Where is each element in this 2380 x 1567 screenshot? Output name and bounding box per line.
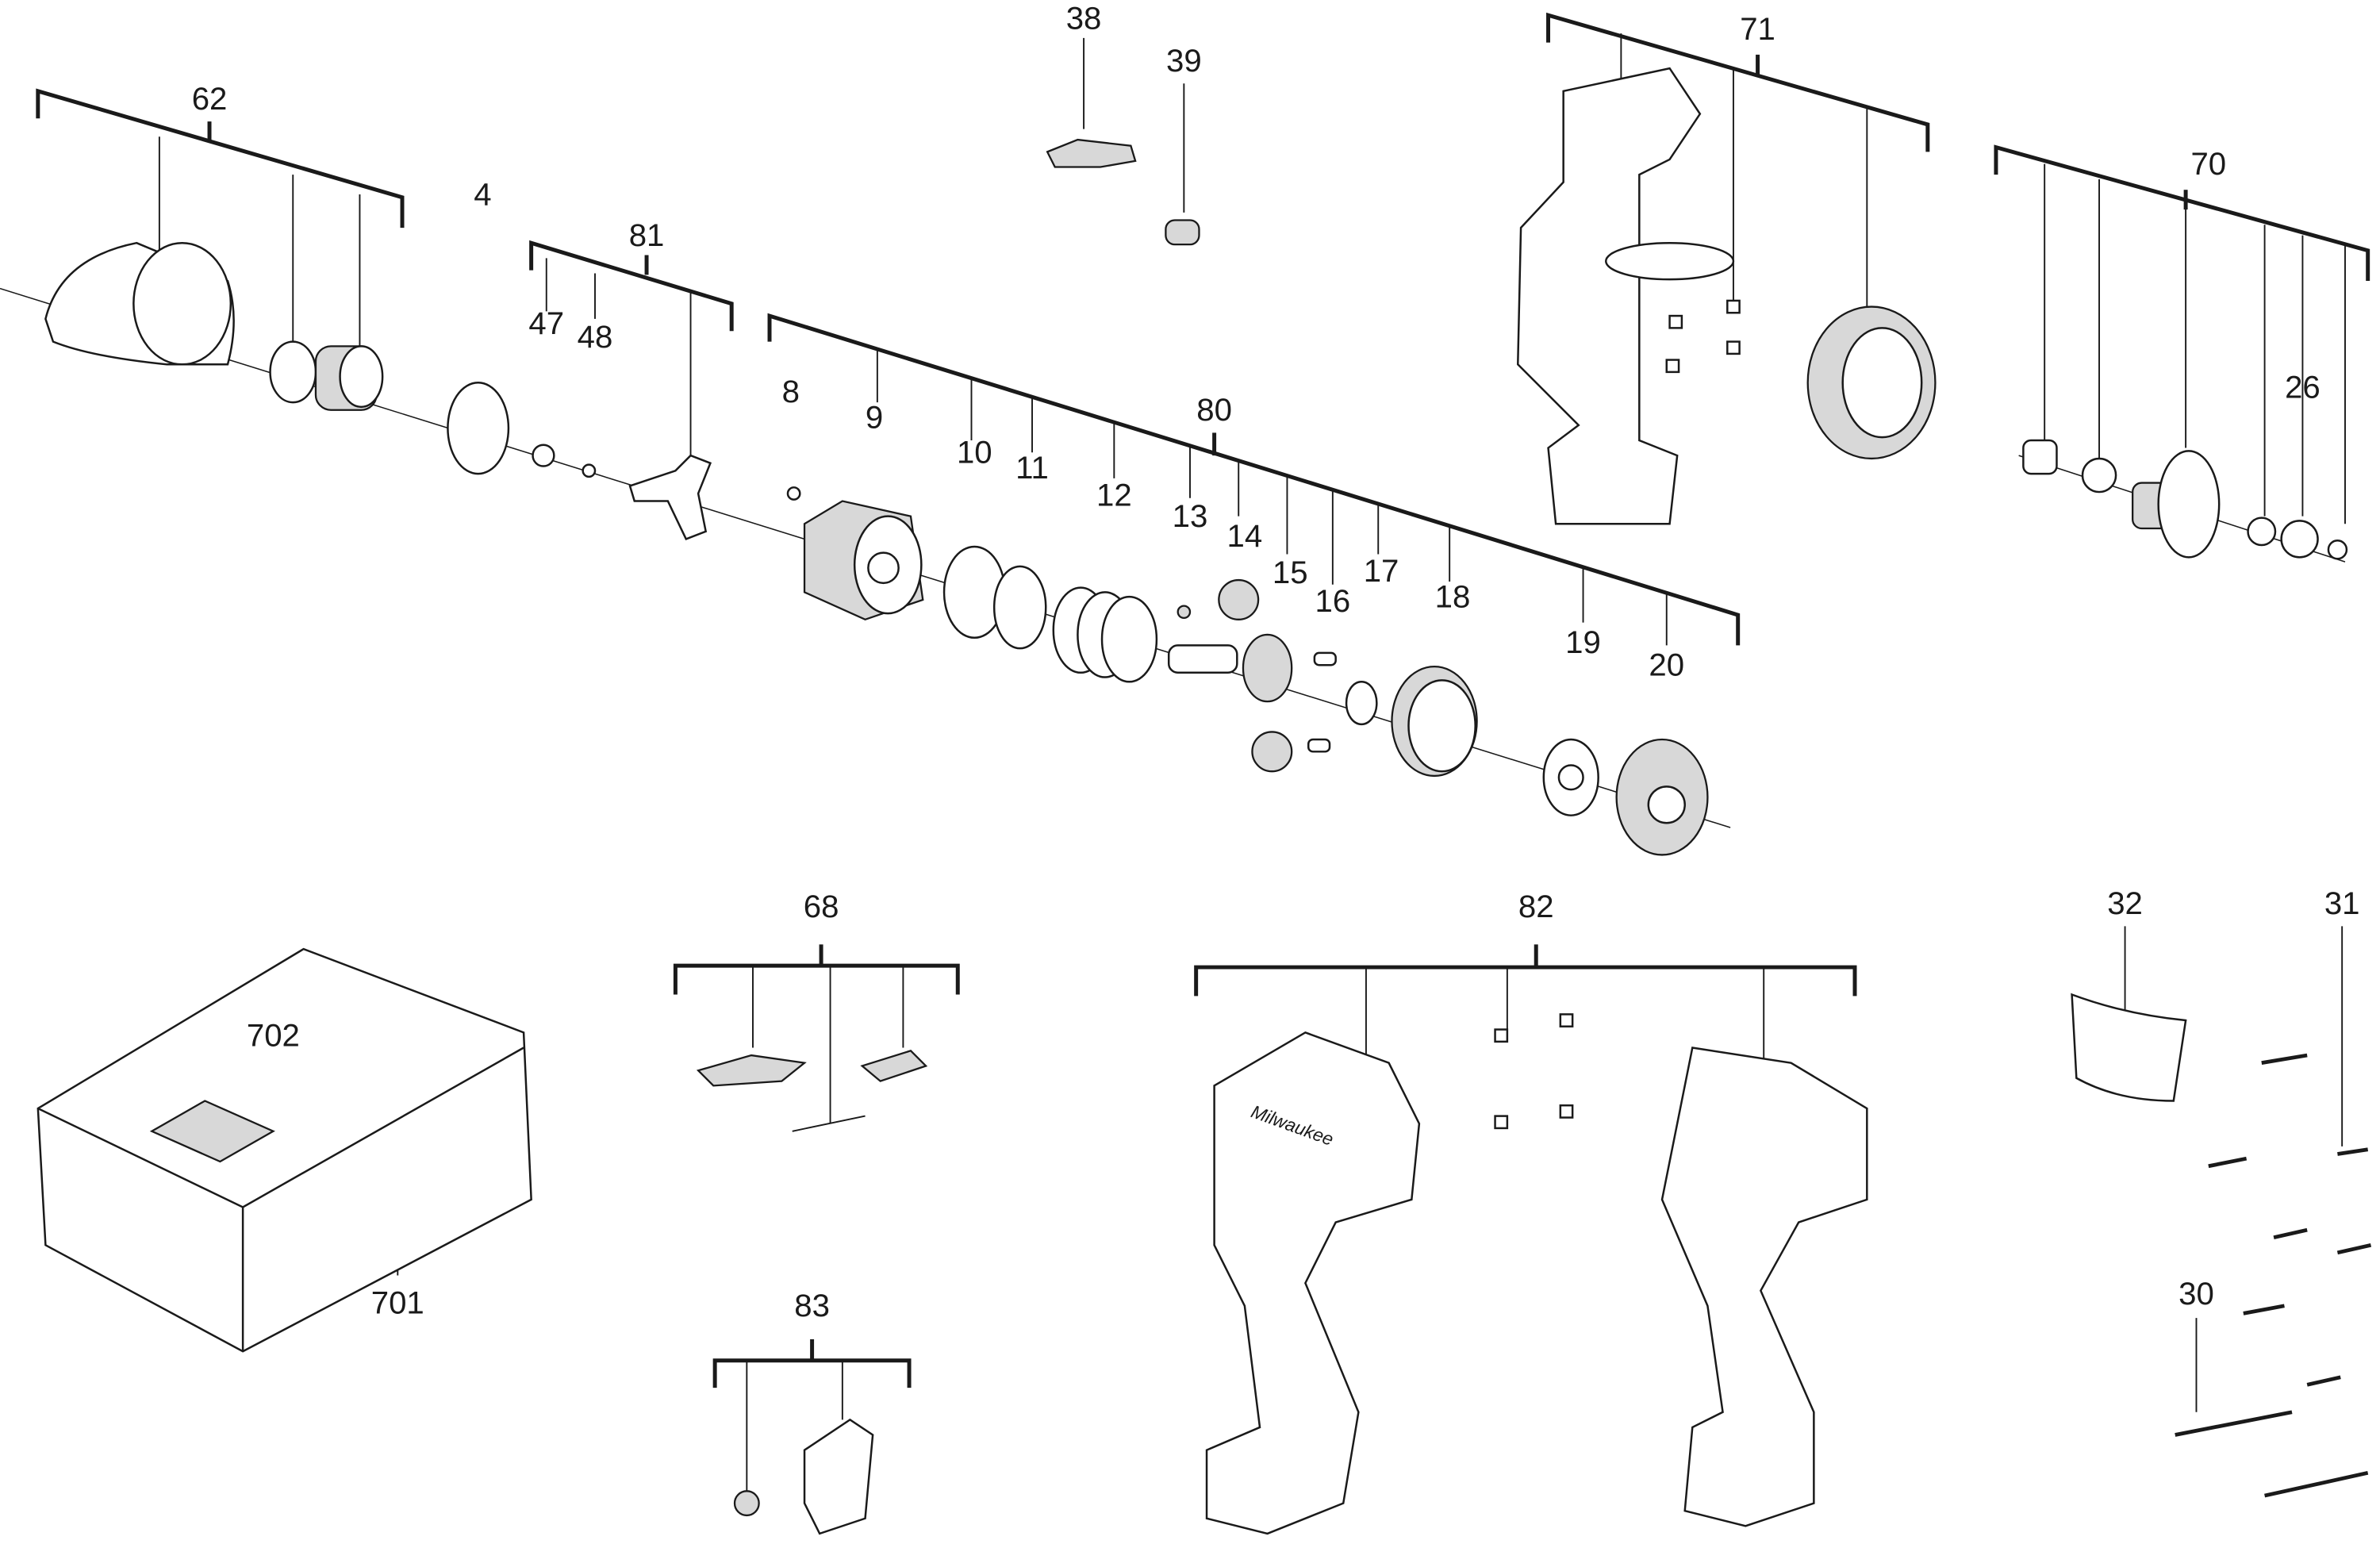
part-label-14: 14 <box>1227 518 1263 554</box>
spring-part-39 <box>1165 219 1200 246</box>
screws-part-31-30 <box>2175 1053 2372 1498</box>
part-label-12: 12 <box>1096 477 1132 513</box>
part-label-26: 26 <box>2285 369 2320 405</box>
carrying-case-part-701 <box>36 947 532 1353</box>
part-label-81: 81 <box>629 217 665 253</box>
part-label-17: 17 <box>1364 553 1399 589</box>
sleeve-part <box>314 345 384 411</box>
stator-part-71 <box>1806 305 1937 460</box>
part-label-9: 9 <box>866 400 883 436</box>
part-label-31: 31 <box>2324 885 2360 921</box>
gear-part-14b <box>1251 731 1293 773</box>
part-label-11: 11 <box>1015 450 1049 486</box>
part-label-20: 20 <box>1649 647 1684 683</box>
washer-part-70 <box>2247 517 2277 547</box>
bracket-70 <box>1994 144 2370 524</box>
ring-part <box>269 340 317 404</box>
screws-part-71 <box>1665 299 1741 374</box>
pins-part-82 <box>1494 1013 1574 1130</box>
part-label-82: 82 <box>1518 889 1554 924</box>
bracket-68 <box>673 944 960 1124</box>
part-label-10: 10 <box>957 435 992 470</box>
bracket-62 <box>36 88 405 350</box>
part-48 <box>582 463 597 478</box>
hammer-part-9 <box>803 500 924 621</box>
part-83 <box>733 1418 874 1535</box>
front-housing-part <box>44 241 235 366</box>
bracket-83 <box>712 1338 912 1496</box>
bearing-part-19 <box>1542 738 1599 816</box>
washer-part-17 <box>1345 681 1378 726</box>
gear-part-14 <box>1218 578 1260 620</box>
part-47 <box>532 444 555 467</box>
spring-part-12 <box>1052 586 1158 683</box>
housing-right-part-82 <box>1660 1047 1868 1527</box>
part-label-19: 19 <box>1565 624 1601 660</box>
pin-part-16b <box>1307 738 1331 753</box>
part-label-48: 48 <box>578 319 613 355</box>
trigger-switch-part-71 <box>1517 67 1735 525</box>
part-68 <box>696 1050 928 1132</box>
ball-part-13 <box>1177 605 1192 620</box>
bearing-part-70 <box>2081 457 2117 494</box>
washer-part-11 <box>992 565 1047 650</box>
part-label-32: 32 <box>2107 885 2143 921</box>
part-label-702: 702 <box>247 1018 300 1054</box>
part-label-83: 83 <box>794 1288 830 1323</box>
part-38 <box>1046 138 1137 168</box>
part-label-68: 68 <box>804 889 839 924</box>
rotor-part-70 <box>2131 450 2221 559</box>
part-label-30: 30 <box>2178 1276 2214 1312</box>
spindle-part-15 <box>1167 633 1293 703</box>
ball-part-8 <box>786 486 801 501</box>
o-ring-part-4 <box>447 382 510 475</box>
ring-gear-part-18 <box>1391 665 1478 778</box>
sleeve-part-70 <box>2022 439 2058 475</box>
part-label-70: 70 <box>2190 146 2226 182</box>
clip-part-70 <box>2327 540 2348 560</box>
bracket-81 <box>529 240 734 471</box>
label-part-32 <box>2071 993 2187 1102</box>
bracket-82 <box>1194 944 1857 1071</box>
part-label-4: 4 <box>474 176 491 212</box>
bracket-80 <box>767 313 1741 646</box>
part-label-13: 13 <box>1173 498 1208 534</box>
part-label-701: 701 <box>371 1285 424 1320</box>
part-label-71: 71 <box>1740 11 1775 47</box>
part-label-8: 8 <box>782 374 800 409</box>
gear-cover-part-20 <box>1615 738 1709 856</box>
part-label-38: 38 <box>1066 0 1102 36</box>
part-label-62: 62 <box>192 81 228 117</box>
part-label-39: 39 <box>1166 43 1202 79</box>
part-label-80: 80 <box>1196 392 1232 428</box>
bearing-part-26 <box>2280 520 2319 559</box>
part-label-16: 16 <box>1315 583 1351 619</box>
part-label-15: 15 <box>1273 555 1308 590</box>
housing-left-part-82: Milwaukee <box>1205 1031 1421 1535</box>
part-label-47: 47 <box>528 305 564 341</box>
pin-part-16 <box>1313 651 1337 666</box>
anvil-part-81 <box>628 454 712 540</box>
part-label-18: 18 <box>1435 578 1471 614</box>
